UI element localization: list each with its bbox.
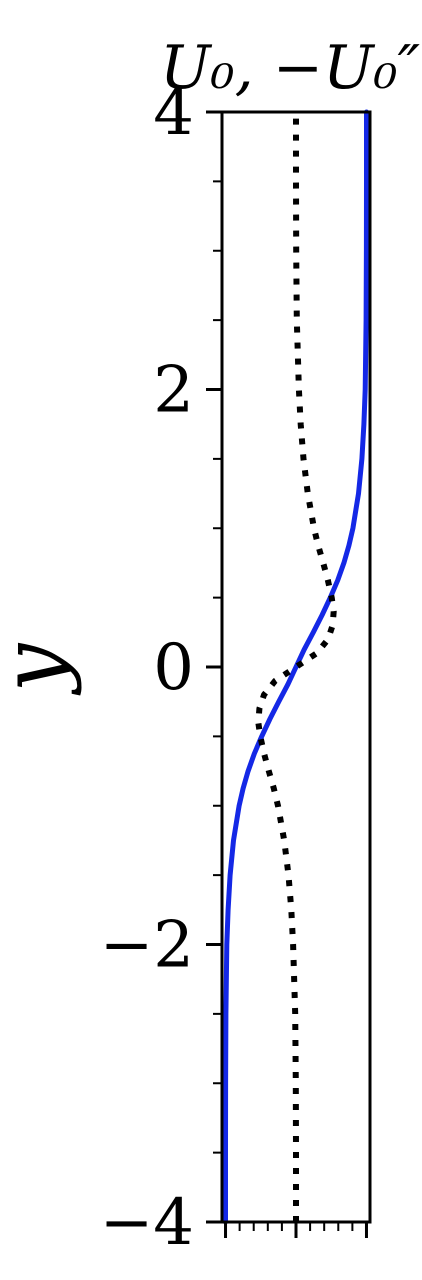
y-tick-label: 0: [153, 631, 194, 705]
series-line-1: [223, 109, 369, 1225]
y-axis-label: y: [0, 642, 84, 696]
y-tick-label: −4: [100, 1186, 194, 1260]
x-ticks: [224, 1222, 368, 1238]
series-layer: [223, 109, 369, 1225]
y-ticks: −4 −2 0 2 4: [100, 76, 222, 1260]
y-tick-label: −2: [100, 909, 194, 983]
y-tick-label: 2: [153, 354, 194, 428]
chart-title: U₀, −U₀″: [160, 33, 421, 103]
y-tick-label: 4: [153, 76, 194, 150]
